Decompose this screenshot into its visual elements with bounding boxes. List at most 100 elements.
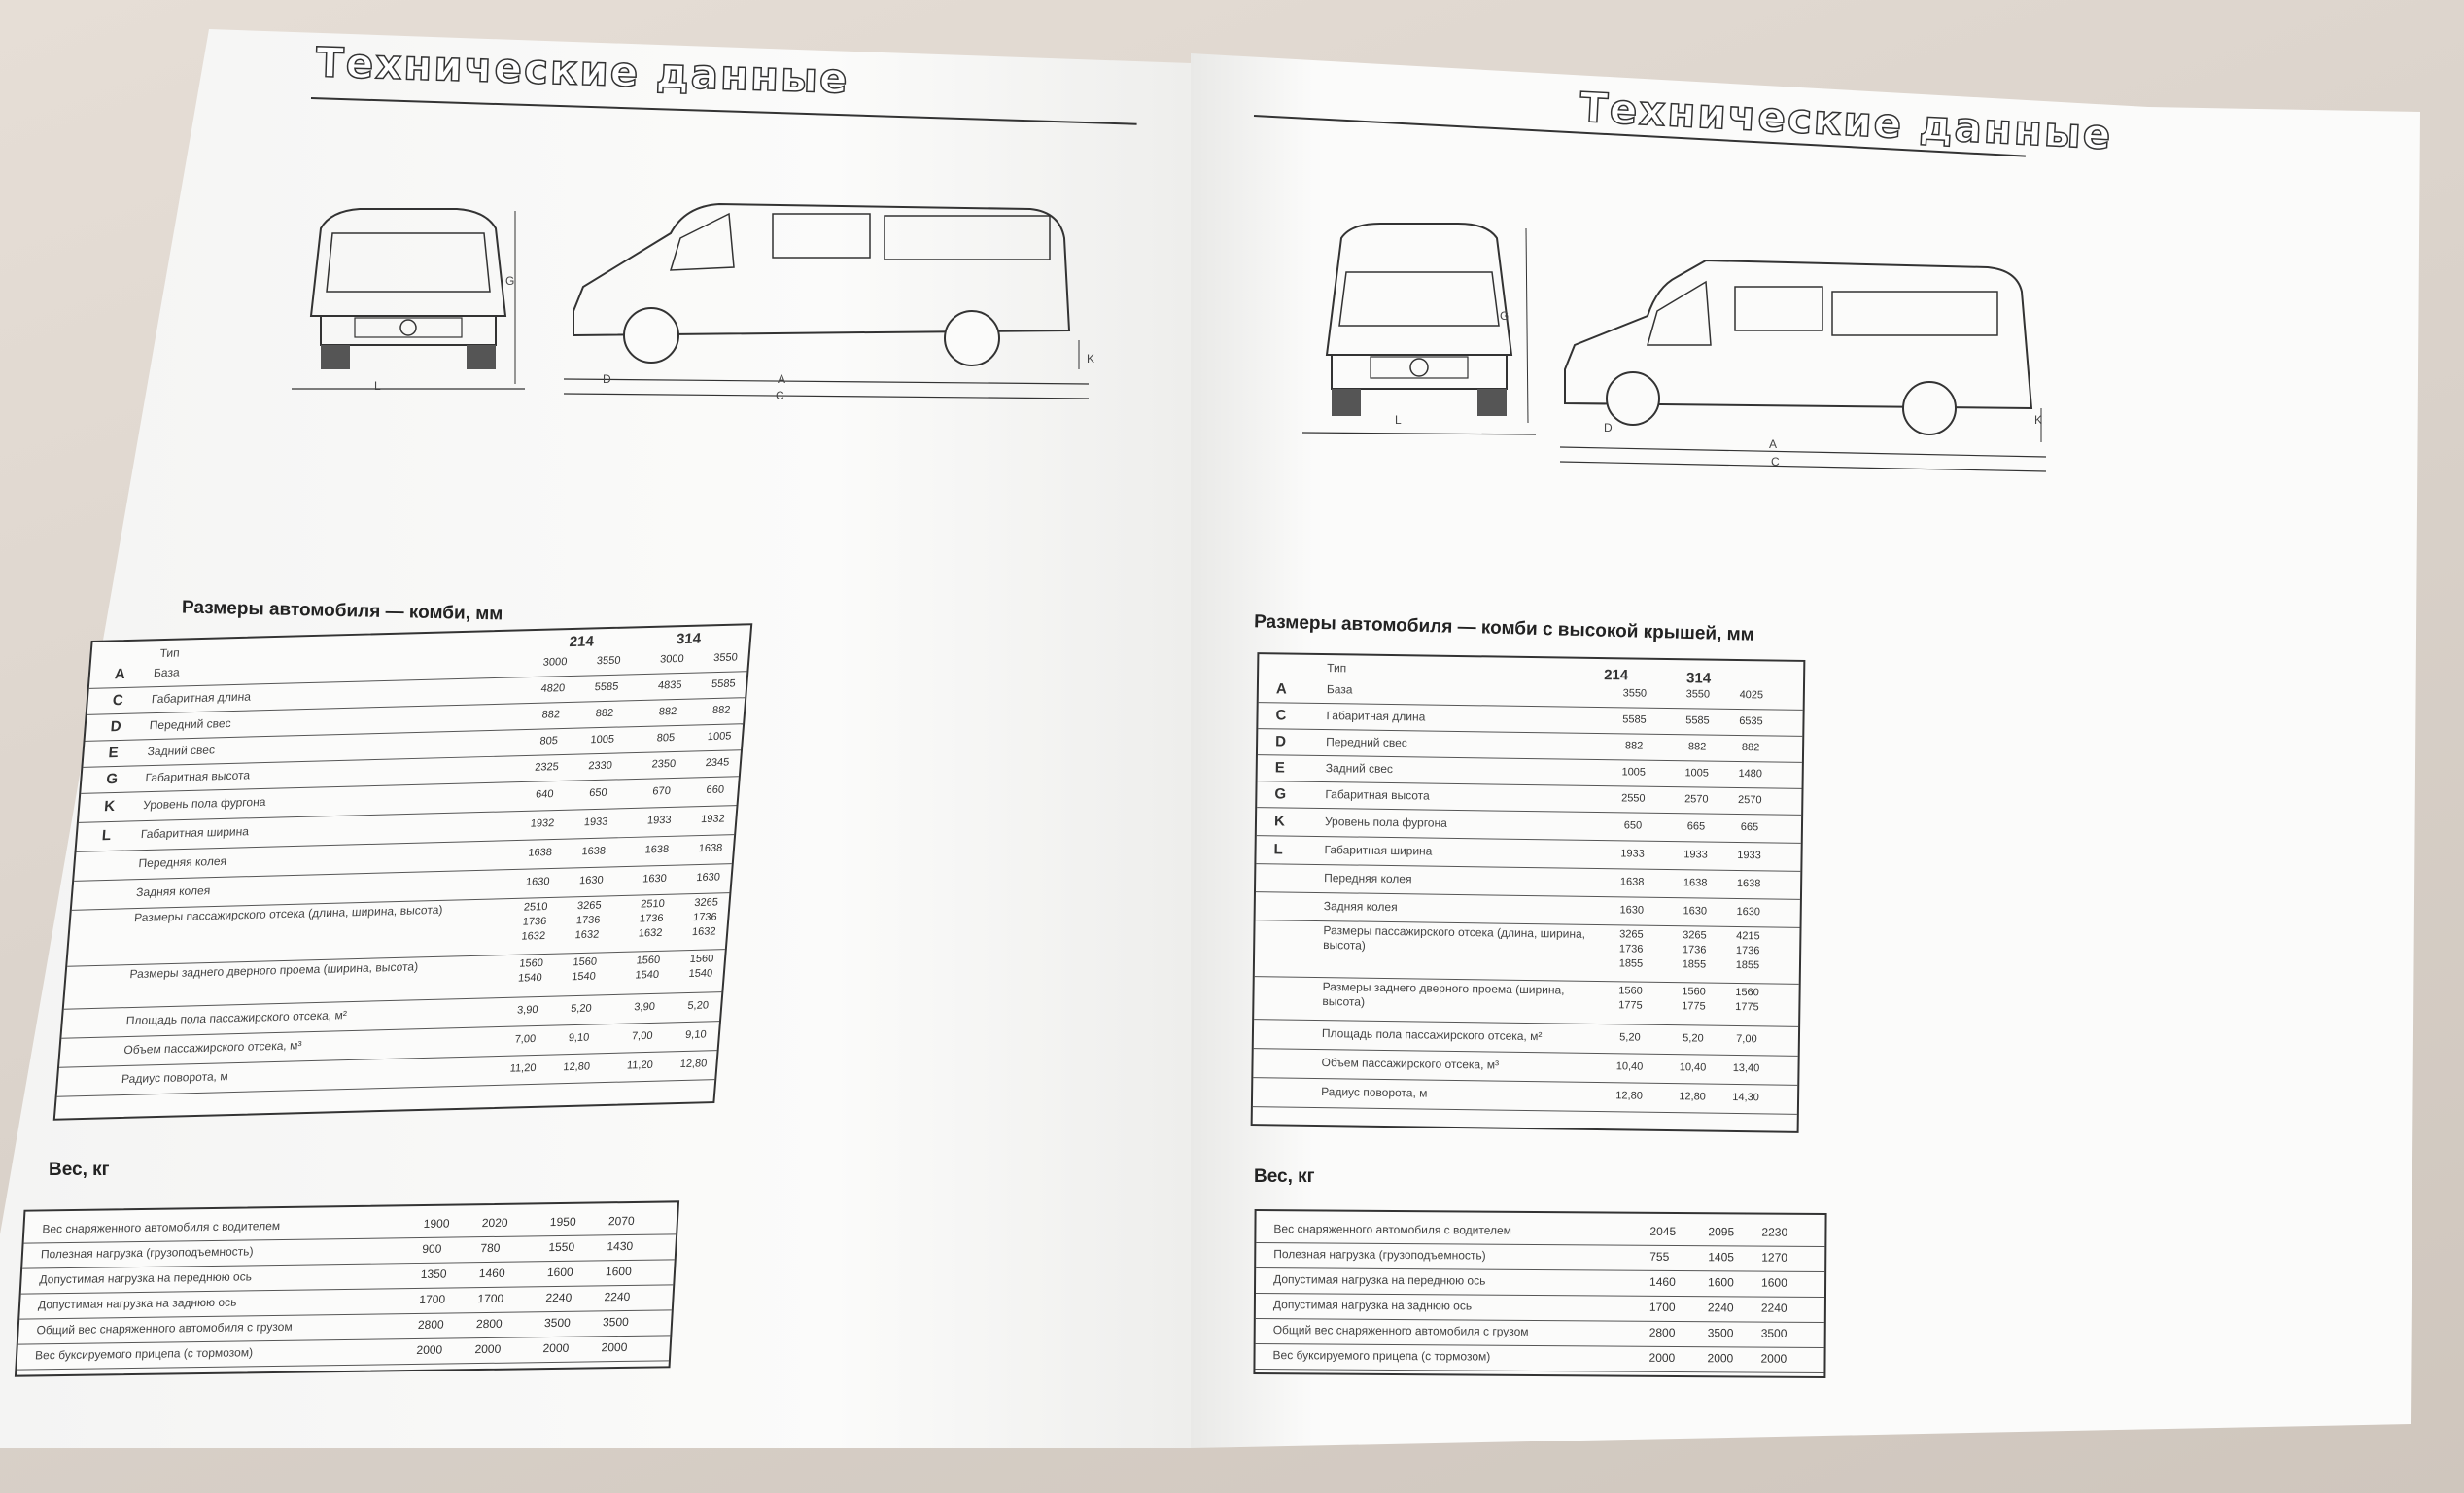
dims-row-value: 1560 1775 <box>1735 986 1759 1014</box>
dims-row-key: C <box>1275 706 1287 724</box>
dims-row-key: A <box>1275 679 1287 698</box>
dims-row-value: 1005 <box>590 733 615 746</box>
dims-row-value: 2345 <box>705 755 730 769</box>
dims-row-label: Площадь пола пассажирского отсека, м² <box>1321 1026 1543 1044</box>
weight-row-value: 1900 <box>423 1216 450 1231</box>
dims-row-value: 13,40 <box>1732 1061 1760 1075</box>
weight-row-value: 1700 <box>419 1292 446 1306</box>
left-side-dim-D: D <box>603 372 611 386</box>
left-front-dim-G: G <box>505 274 515 288</box>
dims-row-value: 1638 <box>644 843 670 856</box>
dims-row-value: 12,80 <box>679 1058 708 1071</box>
dims-row-value: 1638 <box>1683 876 1708 889</box>
weight-row-label: Вес буксируемого прицепа (с тормозом) <box>1272 1348 1491 1364</box>
dims-row-value: 1638 <box>527 847 553 859</box>
dims-row-value: 7,00 <box>631 1029 653 1043</box>
weight-row-value: 1430 <box>607 1238 634 1254</box>
weight-row-value: 2020 <box>481 1215 508 1231</box>
dims-row-value: 882 <box>1687 740 1707 753</box>
dims-row-value: 1638 <box>1736 877 1761 889</box>
dims-row-label: Объем пассажирского отсека, м³ <box>1321 1056 1500 1072</box>
dims-row-value: 3550 <box>712 651 739 664</box>
dims-row-label: Задняя колея <box>135 884 211 900</box>
dims-row-value: 665 <box>1686 819 1706 833</box>
dims-row-label: Радиус поворота, м <box>121 1069 229 1087</box>
dims-row-value: 3000 <box>542 655 568 669</box>
dims-row-value: 882 <box>1741 741 1760 753</box>
dims-row-value: 2550 <box>1621 791 1646 805</box>
weight-row-value: 2070 <box>607 1213 636 1229</box>
dims-row-key: E <box>1274 758 1285 776</box>
dims-row-value: 5,20 <box>1683 1032 1704 1045</box>
left-weight-title: Вес, кг <box>49 1160 110 1180</box>
dims-row-value: 1005 <box>707 729 732 743</box>
dims-row-label: Передняя колея <box>1324 870 1412 885</box>
weight-row-label: Общий вес снаряженного автомобиля с груз… <box>1272 1323 1529 1338</box>
dims-row-value: 11,20 <box>626 1059 654 1072</box>
right-van-side-drawing <box>1559 259 2047 472</box>
left-van-front-drawing <box>292 208 525 390</box>
weight-row-value: 3500 <box>602 1314 630 1330</box>
dims-row-label: Передний свес <box>1326 734 1407 749</box>
dims-row-value: 1560 1540 <box>517 956 544 985</box>
dims-row-value: 650 <box>1623 818 1643 832</box>
weight-row-value: 1270 <box>1761 1250 1788 1265</box>
weight-row-value: 2000 <box>1707 1351 1734 1366</box>
dims-row-label: Габаритная высота <box>1325 786 1430 803</box>
dims-row-value: 10,40 <box>1615 1060 1644 1073</box>
weight-row-label: Вес снаряженного автомобиля с водителем <box>1273 1222 1512 1237</box>
weight-row-value: 2240 <box>1760 1301 1787 1315</box>
weight-row-value: 755 <box>1649 1249 1670 1264</box>
dims-row-value: 2350 <box>651 757 677 771</box>
weight-row-value: 2095 <box>1708 1225 1735 1239</box>
dims-row-label: Размеры заднего дверного проема (ширина,… <box>1322 980 1565 1009</box>
dims-row-value: 5585 <box>1685 713 1710 727</box>
dims-row-key: G <box>105 770 119 787</box>
weight-row-value: 2800 <box>1648 1325 1676 1339</box>
dims-row-label: Размеры пассажирского отсека (длина, шир… <box>1323 923 1586 953</box>
dims-row-value: 5,20 <box>570 1002 593 1016</box>
weight-row-label: Полезная нагрузка (грузоподъемность) <box>1273 1247 1486 1263</box>
dims-row-value: 9,10 <box>684 1028 708 1041</box>
left-col-type: Тип <box>159 645 181 661</box>
dims-row-label: Габаритная длина <box>1326 708 1426 724</box>
weight-row-label: Допустимая нагрузка на заднюю ось <box>37 1295 237 1312</box>
right-side-dim-A: A <box>1769 437 1778 451</box>
dims-row-value: 6535 <box>1739 714 1763 727</box>
dims-row-value: 1638 <box>1619 875 1645 888</box>
dims-row-value: 12,80 <box>1615 1090 1643 1102</box>
dims-row-value: 2325 <box>534 760 560 774</box>
weight-row-value: 1950 <box>549 1214 576 1230</box>
dims-row-label: База <box>153 665 181 679</box>
dims-row-value: 2510 1736 1632 <box>638 897 666 940</box>
dims-row-label: Задняя колея <box>1323 898 1398 914</box>
dims-row-value: 4835 <box>657 678 682 692</box>
dims-row-value: 1630 <box>642 872 668 885</box>
right-side-dim-D: D <box>1604 421 1613 434</box>
dims-row-value: 1005 <box>1684 766 1710 780</box>
dims-row-value: 5,20 <box>1619 1031 1641 1044</box>
dims-row-value: 2330 <box>587 759 613 772</box>
right-front-dim-G: G <box>1500 309 1510 323</box>
dims-row-value: 14,30 <box>1732 1091 1759 1104</box>
left-model-214: 214 <box>569 633 595 651</box>
left-side-dim-C: C <box>776 389 784 402</box>
dims-row-value: 1560 1775 <box>1682 986 1706 1013</box>
dims-row-value: 4820 <box>540 681 566 695</box>
dims-row-label: Габаритная ширина <box>1324 842 1433 858</box>
dims-row-value: 5585 <box>711 677 737 690</box>
weight-row-value: 2230 <box>1761 1225 1788 1239</box>
dims-row-value: 1933 <box>646 814 672 827</box>
weight-row-value: 1405 <box>1708 1250 1735 1265</box>
weight-row-label: Допустимая нагрузка на переднюю ось <box>1273 1272 1486 1288</box>
dims-row-value: 1560 1540 <box>571 955 598 984</box>
left-van-side-drawing <box>563 202 1090 399</box>
weight-row-value: 1600 <box>546 1265 574 1280</box>
dims-row-value: 2570 <box>1738 793 1762 806</box>
dims-row-value: 3265 1736 1632 <box>574 899 603 942</box>
weight-row-value: 2000 <box>1648 1350 1676 1365</box>
weight-row-label: Допустимая нагрузка на переднюю ось <box>39 1269 253 1287</box>
dims-row-value: 4025 <box>1739 688 1764 701</box>
weight-row-value: 2240 <box>604 1289 631 1304</box>
